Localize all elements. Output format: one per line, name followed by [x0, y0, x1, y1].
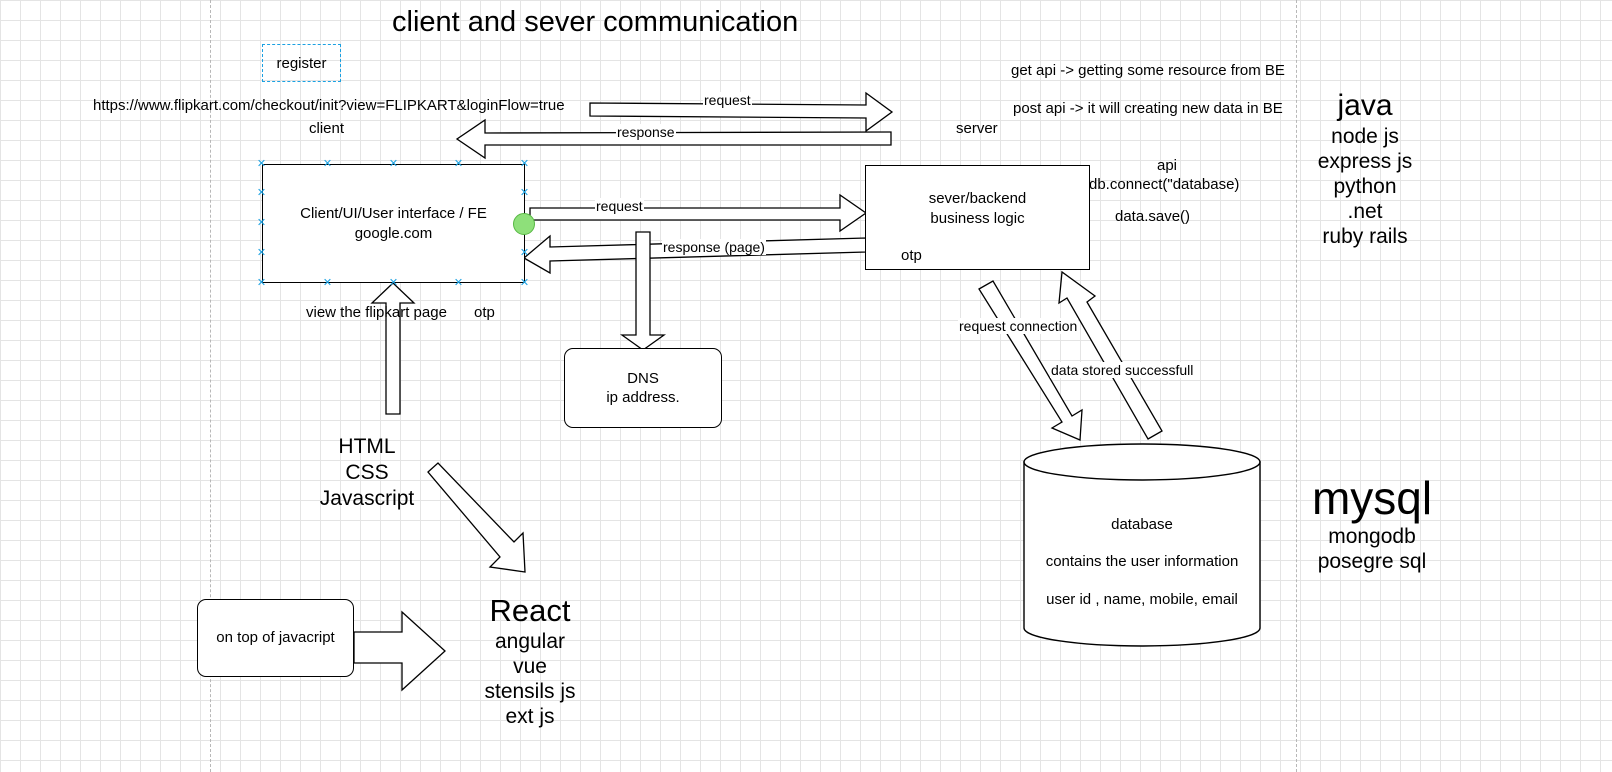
selection-handle-icon[interactable]: ✕	[322, 158, 333, 170]
database-cylinder[interactable]	[1023, 461, 1261, 647]
tech-css: CSS	[345, 461, 389, 484]
lang-python: python	[1333, 175, 1397, 198]
selection-handle-icon[interactable]: ✕	[256, 217, 267, 229]
top-request-label: request	[703, 92, 752, 109]
selection-handle-icon[interactable]: ✕	[388, 158, 399, 170]
html-up-arrow[interactable]	[370, 282, 416, 415]
mid-request-arrow[interactable]	[529, 193, 868, 233]
dns-box-line2: ip address.	[606, 389, 680, 406]
server-otp-label: otp	[901, 247, 922, 264]
client-otp-label: otp	[474, 304, 495, 321]
server-box[interactable]: sever/backend business logic	[865, 165, 1090, 270]
database-engine-list: mysql mongodb posegre sql	[1303, 472, 1441, 574]
frontend-tech-list: HTML CSS Javascript	[309, 434, 425, 512]
post-api-note: post api -> it will creating new data in…	[1013, 100, 1283, 117]
client-box-line2: google.com	[354, 224, 433, 242]
page-title: client and sever communication	[392, 6, 799, 38]
database-line2: contains the user information	[1045, 553, 1239, 570]
frameworks-arrow[interactable]	[427, 462, 526, 573]
selection-handle-icon[interactable]: ✕	[256, 158, 267, 170]
db-mongodb: mongodb	[1328, 525, 1416, 548]
client-label: client	[309, 120, 345, 137]
lang-node: node js	[1331, 125, 1399, 148]
top-request-arrow[interactable]	[589, 91, 894, 133]
fw-stencil: stensils js	[484, 680, 576, 703]
server-box-line1: sever/backend	[928, 190, 1027, 207]
database-cylinder-top	[1023, 443, 1261, 481]
page-guide-right	[1296, 0, 1297, 772]
request-connection-arrow[interactable]	[978, 280, 1083, 441]
selection-handle-icon[interactable]: ✕	[256, 247, 267, 259]
fw-vue: vue	[513, 655, 547, 678]
api-label: api	[1157, 157, 1178, 174]
backend-lang-list: java node js express js python .net ruby…	[1300, 88, 1430, 249]
dns-box-line1: DNS	[627, 369, 659, 387]
fw-ext: ext js	[505, 705, 555, 728]
on-top-box[interactable]: on top of javacript	[197, 599, 354, 677]
tech-html: HTML	[338, 435, 396, 458]
selection-handle-icon[interactable]: ✕	[519, 187, 530, 199]
lang-java: java	[1337, 89, 1393, 122]
fw-angular: angular	[494, 630, 566, 653]
page-guide-left	[210, 0, 211, 772]
lang-dotnet: .net	[1347, 200, 1383, 223]
tech-javascript: Javascript	[319, 487, 415, 510]
data-stored-arrow[interactable]	[1058, 270, 1163, 440]
client-box-line1: Client/UI/User interface / FE	[300, 205, 487, 222]
database-line3: user id , name, mobile, email	[1046, 591, 1238, 608]
request-connection-label: request connection	[958, 318, 1079, 335]
selection-handle-icon[interactable]: ✕	[519, 158, 530, 170]
top-response-label: response	[616, 124, 676, 141]
server-box-title: sever/backend business logic	[929, 189, 1027, 228]
on-top-arrow[interactable]	[353, 610, 446, 692]
db-postgres: posegre sql	[1317, 550, 1427, 573]
flipkart-url: https://www.flipkart.com/checkout/init?v…	[93, 97, 565, 114]
framework-list: React angular vue stensils js ext js	[465, 592, 595, 729]
server-box-line2: business logic	[930, 209, 1025, 227]
client-box[interactable]: Client/UI/User interface / FE google.com	[262, 164, 525, 283]
mid-request-label: request	[595, 198, 644, 215]
data-save-note: data.save()	[1115, 208, 1191, 225]
get-api-note: get api -> getting some resource from BE	[1011, 62, 1285, 79]
selection-handle-icon[interactable]: ✕	[519, 277, 530, 289]
selection-handle-icon[interactable]: ✕	[519, 247, 530, 259]
selection-handle-icon[interactable]: ✕	[453, 277, 464, 289]
selection-handle-icon[interactable]: ✕	[388, 277, 399, 289]
dns-box[interactable]: DNS ip address.	[564, 348, 722, 428]
connection-point-icon[interactable]	[513, 213, 535, 235]
selection-handle-icon[interactable]: ✕	[256, 187, 267, 199]
view-page-label: view the flipkart page	[306, 304, 447, 321]
mid-response-label: response (page)	[662, 239, 766, 256]
selection-handle-icon[interactable]: ✕	[453, 158, 464, 170]
server-label: server	[956, 120, 998, 137]
selection-handle-icon[interactable]: ✕	[256, 277, 267, 289]
data-stored-label: data stored successfull	[1050, 362, 1195, 379]
selection-handle-icon[interactable]: ✕	[322, 277, 333, 289]
register-label[interactable]: register	[262, 44, 341, 82]
lang-express: express js	[1317, 150, 1413, 173]
database-title: database	[1111, 516, 1173, 533]
db-mysql: mysql	[1311, 472, 1433, 524]
lang-ruby: ruby rails	[1322, 225, 1408, 248]
db-connect-note: db.connect("database)	[1089, 176, 1240, 193]
dns-down-arrow[interactable]	[619, 231, 667, 351]
fw-react: React	[489, 593, 571, 628]
on-top-box-text: on top of javacript	[216, 629, 335, 647]
